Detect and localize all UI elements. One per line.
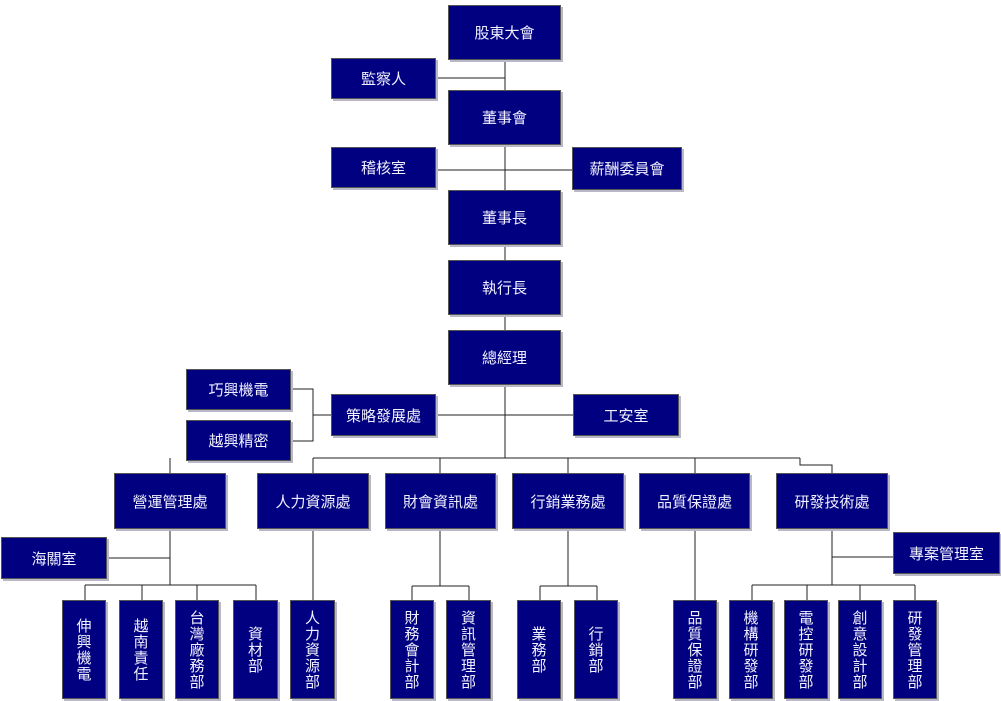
node-rd-mgmt: 研發管理部 [893,600,937,699]
node-shareholders: 股東大會 [448,5,561,60]
node-rd: 研發技術處 [776,473,888,529]
node-shenxing: 伸興機電 [62,600,106,699]
node-design: 創意設計部 [838,600,882,699]
node-taiwan-plant: 台灣廠務部 [175,600,219,699]
node-it: 資訊管理部 [446,600,491,699]
node-board: 董事會 [448,90,561,145]
node-materials: 資材部 [233,600,278,699]
node-qa: 品質保證處 [639,473,750,529]
node-ctrl-rd: 電控研發部 [784,600,828,699]
node-hr-dept: 人力資源部 [290,600,335,699]
node-strategy: 策略發展處 [331,394,436,436]
node-chairman: 董事長 [448,190,561,245]
node-finance: 財會資訊處 [385,473,496,529]
node-mkt: 行銷部 [574,600,618,699]
node-hr: 人力資源處 [257,473,369,529]
node-sales: 業務部 [517,600,561,699]
node-safety: 工安室 [573,394,679,436]
node-ceo: 執行長 [448,260,561,315]
node-accounting: 財務會計部 [390,600,434,699]
node-gm: 總經理 [448,330,561,385]
node-marketing: 行銷業務處 [512,473,624,529]
node-mech-rd: 機構研發部 [729,600,773,699]
node-yuexing: 越興精密 [186,420,291,461]
node-qiaoxing: 巧興機電 [186,369,291,410]
node-operations: 營運管理處 [114,473,226,529]
node-vietnam: 越南責任 [119,600,163,699]
node-qa-dept: 品質保證部 [673,600,717,699]
node-supervisor: 監察人 [331,58,436,99]
node-audit: 稽核室 [331,147,436,188]
node-customs: 海關室 [1,537,107,579]
node-remuneration: 薪酬委員會 [572,147,682,190]
node-pmo: 專案管理室 [893,532,1000,574]
